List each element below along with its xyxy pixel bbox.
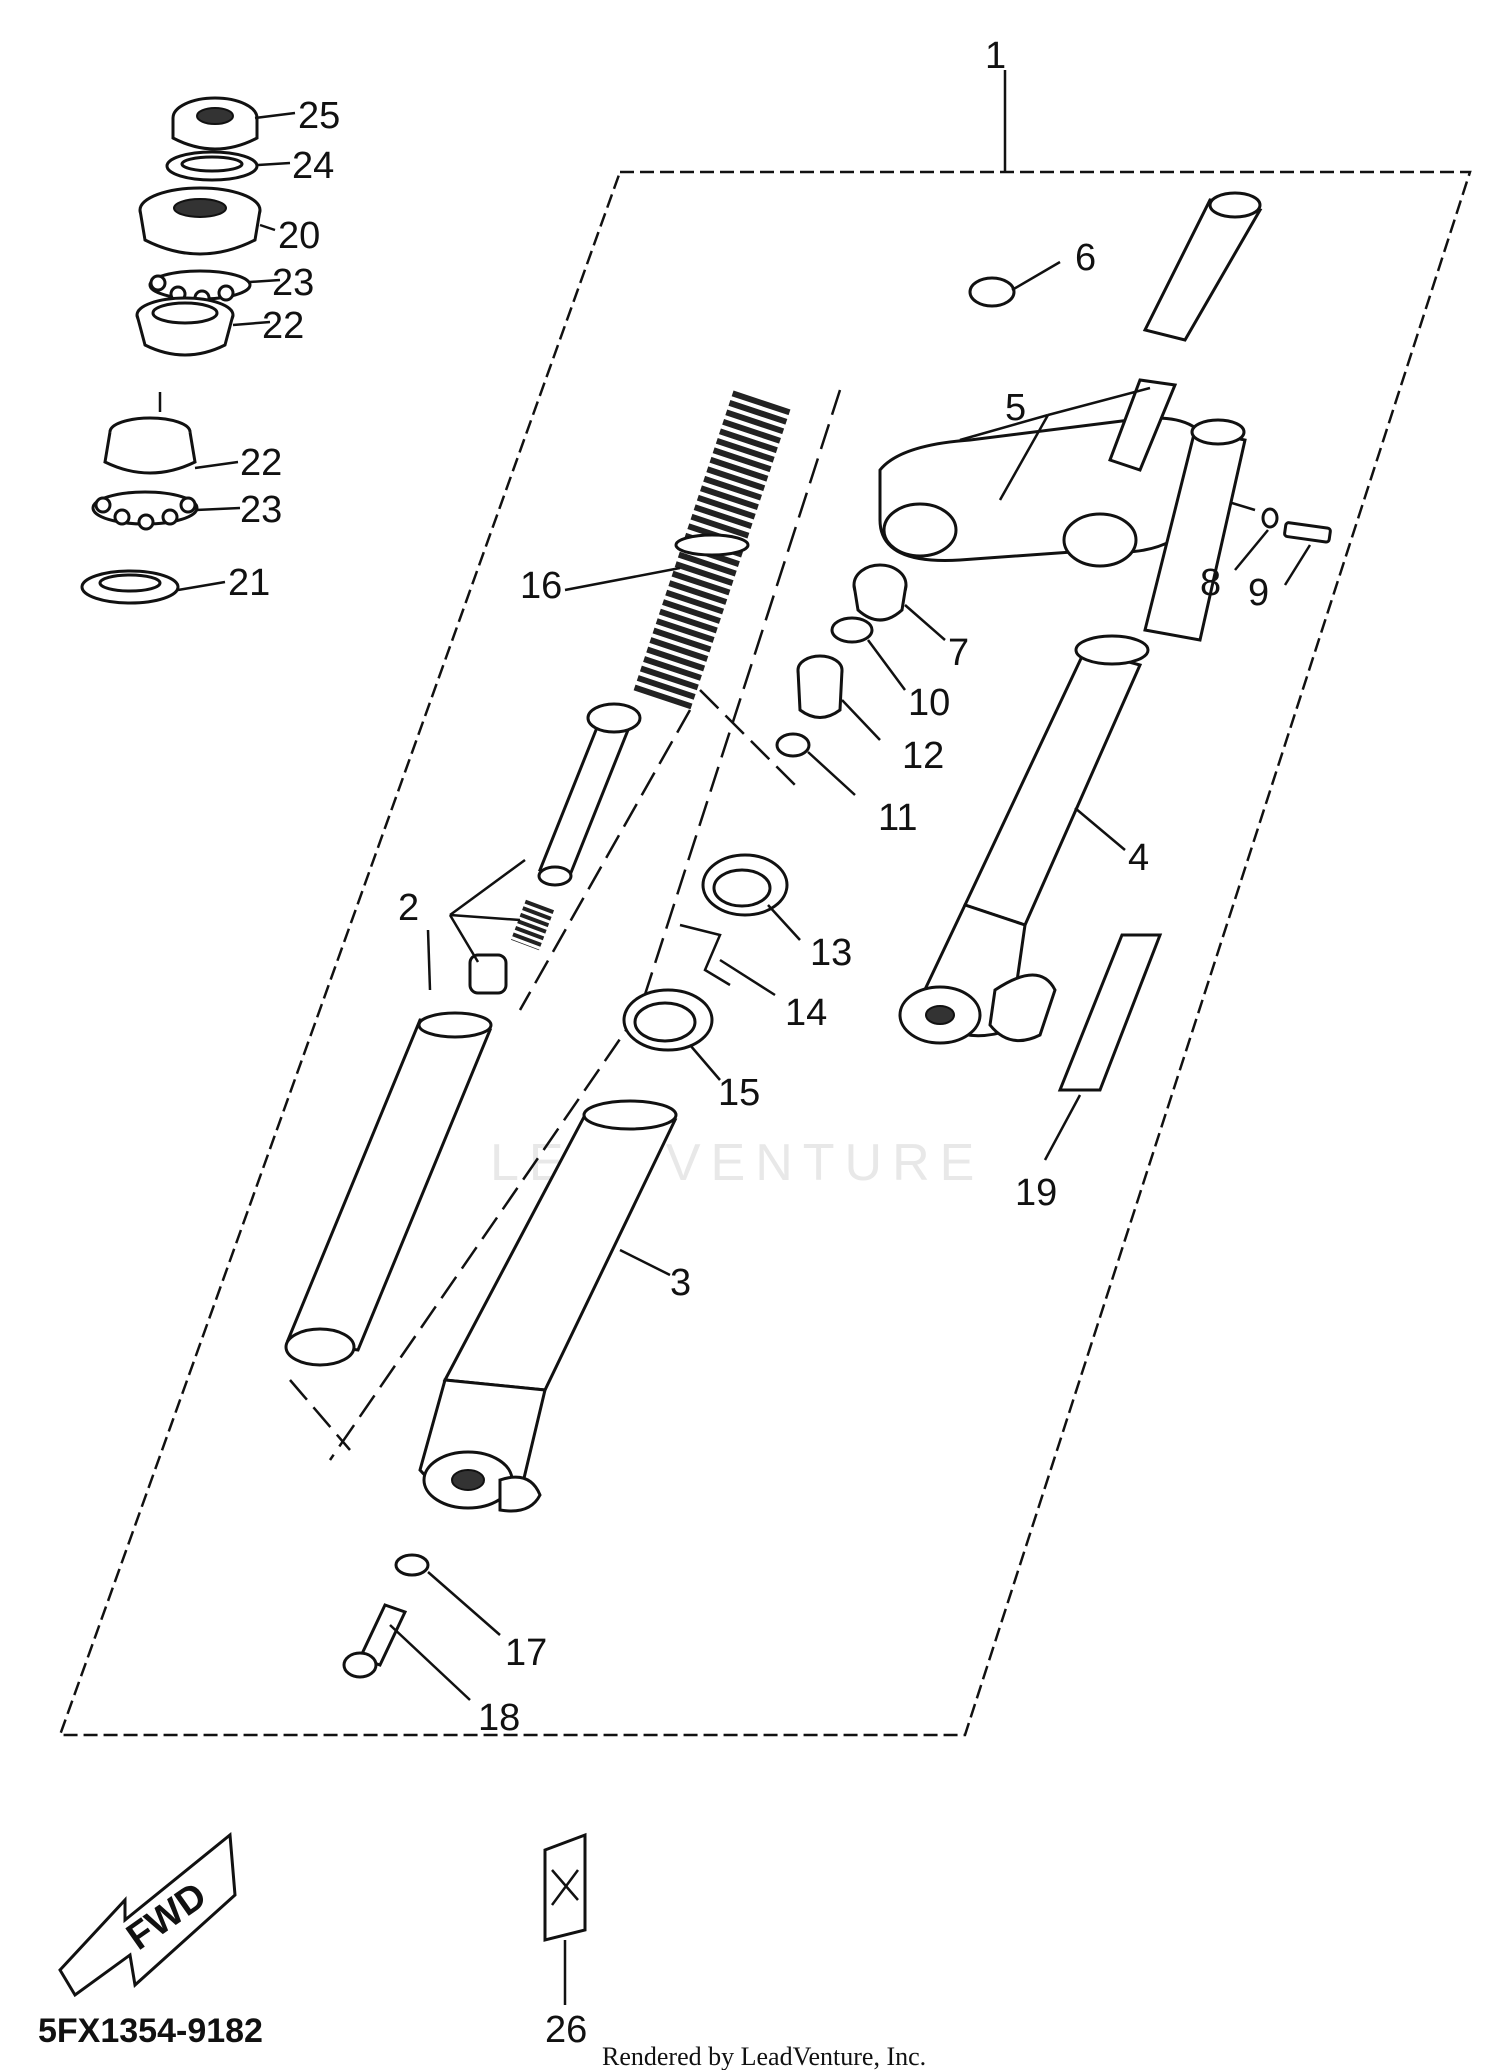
fork-spring-16	[633, 390, 791, 710]
damper-rod-2	[537, 702, 642, 887]
outer-tube-4	[898, 418, 1247, 1045]
assembly-frame	[58, 170, 1472, 1737]
callout-6: 6	[1075, 237, 1096, 279]
bolt-18	[342, 1603, 408, 1679]
callout-18: 18	[478, 1697, 520, 1739]
diagram-code: 5FX1354-9182	[38, 2012, 263, 2050]
callout-3: 3	[670, 1262, 691, 1304]
label-sticker-19	[1057, 933, 1163, 1092]
callout-7: 7	[948, 632, 969, 674]
callout-5: 5	[1005, 387, 1026, 429]
render-credit: Rendered by LeadVenture, Inc.	[602, 2042, 926, 2070]
oil-lock-piece-2	[468, 953, 508, 995]
callout-15: 15	[718, 1072, 760, 1114]
callout-2: 2	[398, 887, 419, 929]
collar-7	[852, 563, 908, 622]
callout-1: 1	[985, 35, 1006, 77]
bearing-cover-20	[138, 186, 262, 256]
callout-25: 25	[298, 95, 340, 137]
callout-11: 11	[878, 797, 917, 839]
callout-20: 20	[278, 215, 320, 257]
callout-4: 4	[1128, 837, 1149, 879]
warning-label-26	[543, 1832, 587, 1942]
dust-seal-15	[622, 988, 714, 1052]
callout-22b: 22	[240, 442, 282, 484]
callout-26: 26	[545, 2009, 587, 2051]
ball-race-23b	[91, 490, 199, 531]
dust-seal-21	[80, 569, 180, 605]
cap-bolt-12	[796, 654, 844, 719]
callout-24: 24	[292, 145, 334, 187]
copper-washer-17	[394, 1553, 430, 1577]
ball-race-cone-22b	[103, 416, 197, 475]
washer-8	[1261, 507, 1279, 529]
lock-washer-24	[165, 150, 259, 182]
callout-23b: 23	[240, 489, 282, 531]
callout-17: 17	[505, 1632, 547, 1674]
outer-tube-3	[418, 1099, 678, 1513]
under-bracket-5	[878, 378, 1212, 568]
callout-10: 10	[908, 682, 950, 724]
callout-13: 13	[810, 932, 852, 974]
circlip-14	[679, 923, 731, 987]
callout-21: 21	[228, 562, 270, 604]
callout-19: 19	[1015, 1172, 1057, 1214]
fwd-arrow-icon: FWD	[58, 1832, 237, 1998]
callout-23a: 23	[272, 262, 314, 304]
cap-6	[968, 276, 1016, 308]
steering-stem	[1142, 191, 1263, 342]
o-ring-11	[775, 732, 811, 758]
rebound-spring-2	[510, 899, 555, 951]
callout-12: 12	[902, 735, 944, 777]
circlip-10	[830, 616, 874, 644]
callout-16: 16	[520, 565, 562, 607]
callout-9: 9	[1248, 572, 1269, 614]
ball-race-cone-22a	[135, 296, 235, 357]
ring-nut-25	[171, 96, 259, 151]
callout-14: 14	[785, 992, 827, 1034]
callout-8: 8	[1200, 562, 1221, 604]
bolt-9	[1283, 521, 1332, 544]
inner-tube	[284, 1011, 493, 1367]
callout-22a: 22	[262, 305, 304, 347]
oil-seal-13	[701, 853, 789, 917]
